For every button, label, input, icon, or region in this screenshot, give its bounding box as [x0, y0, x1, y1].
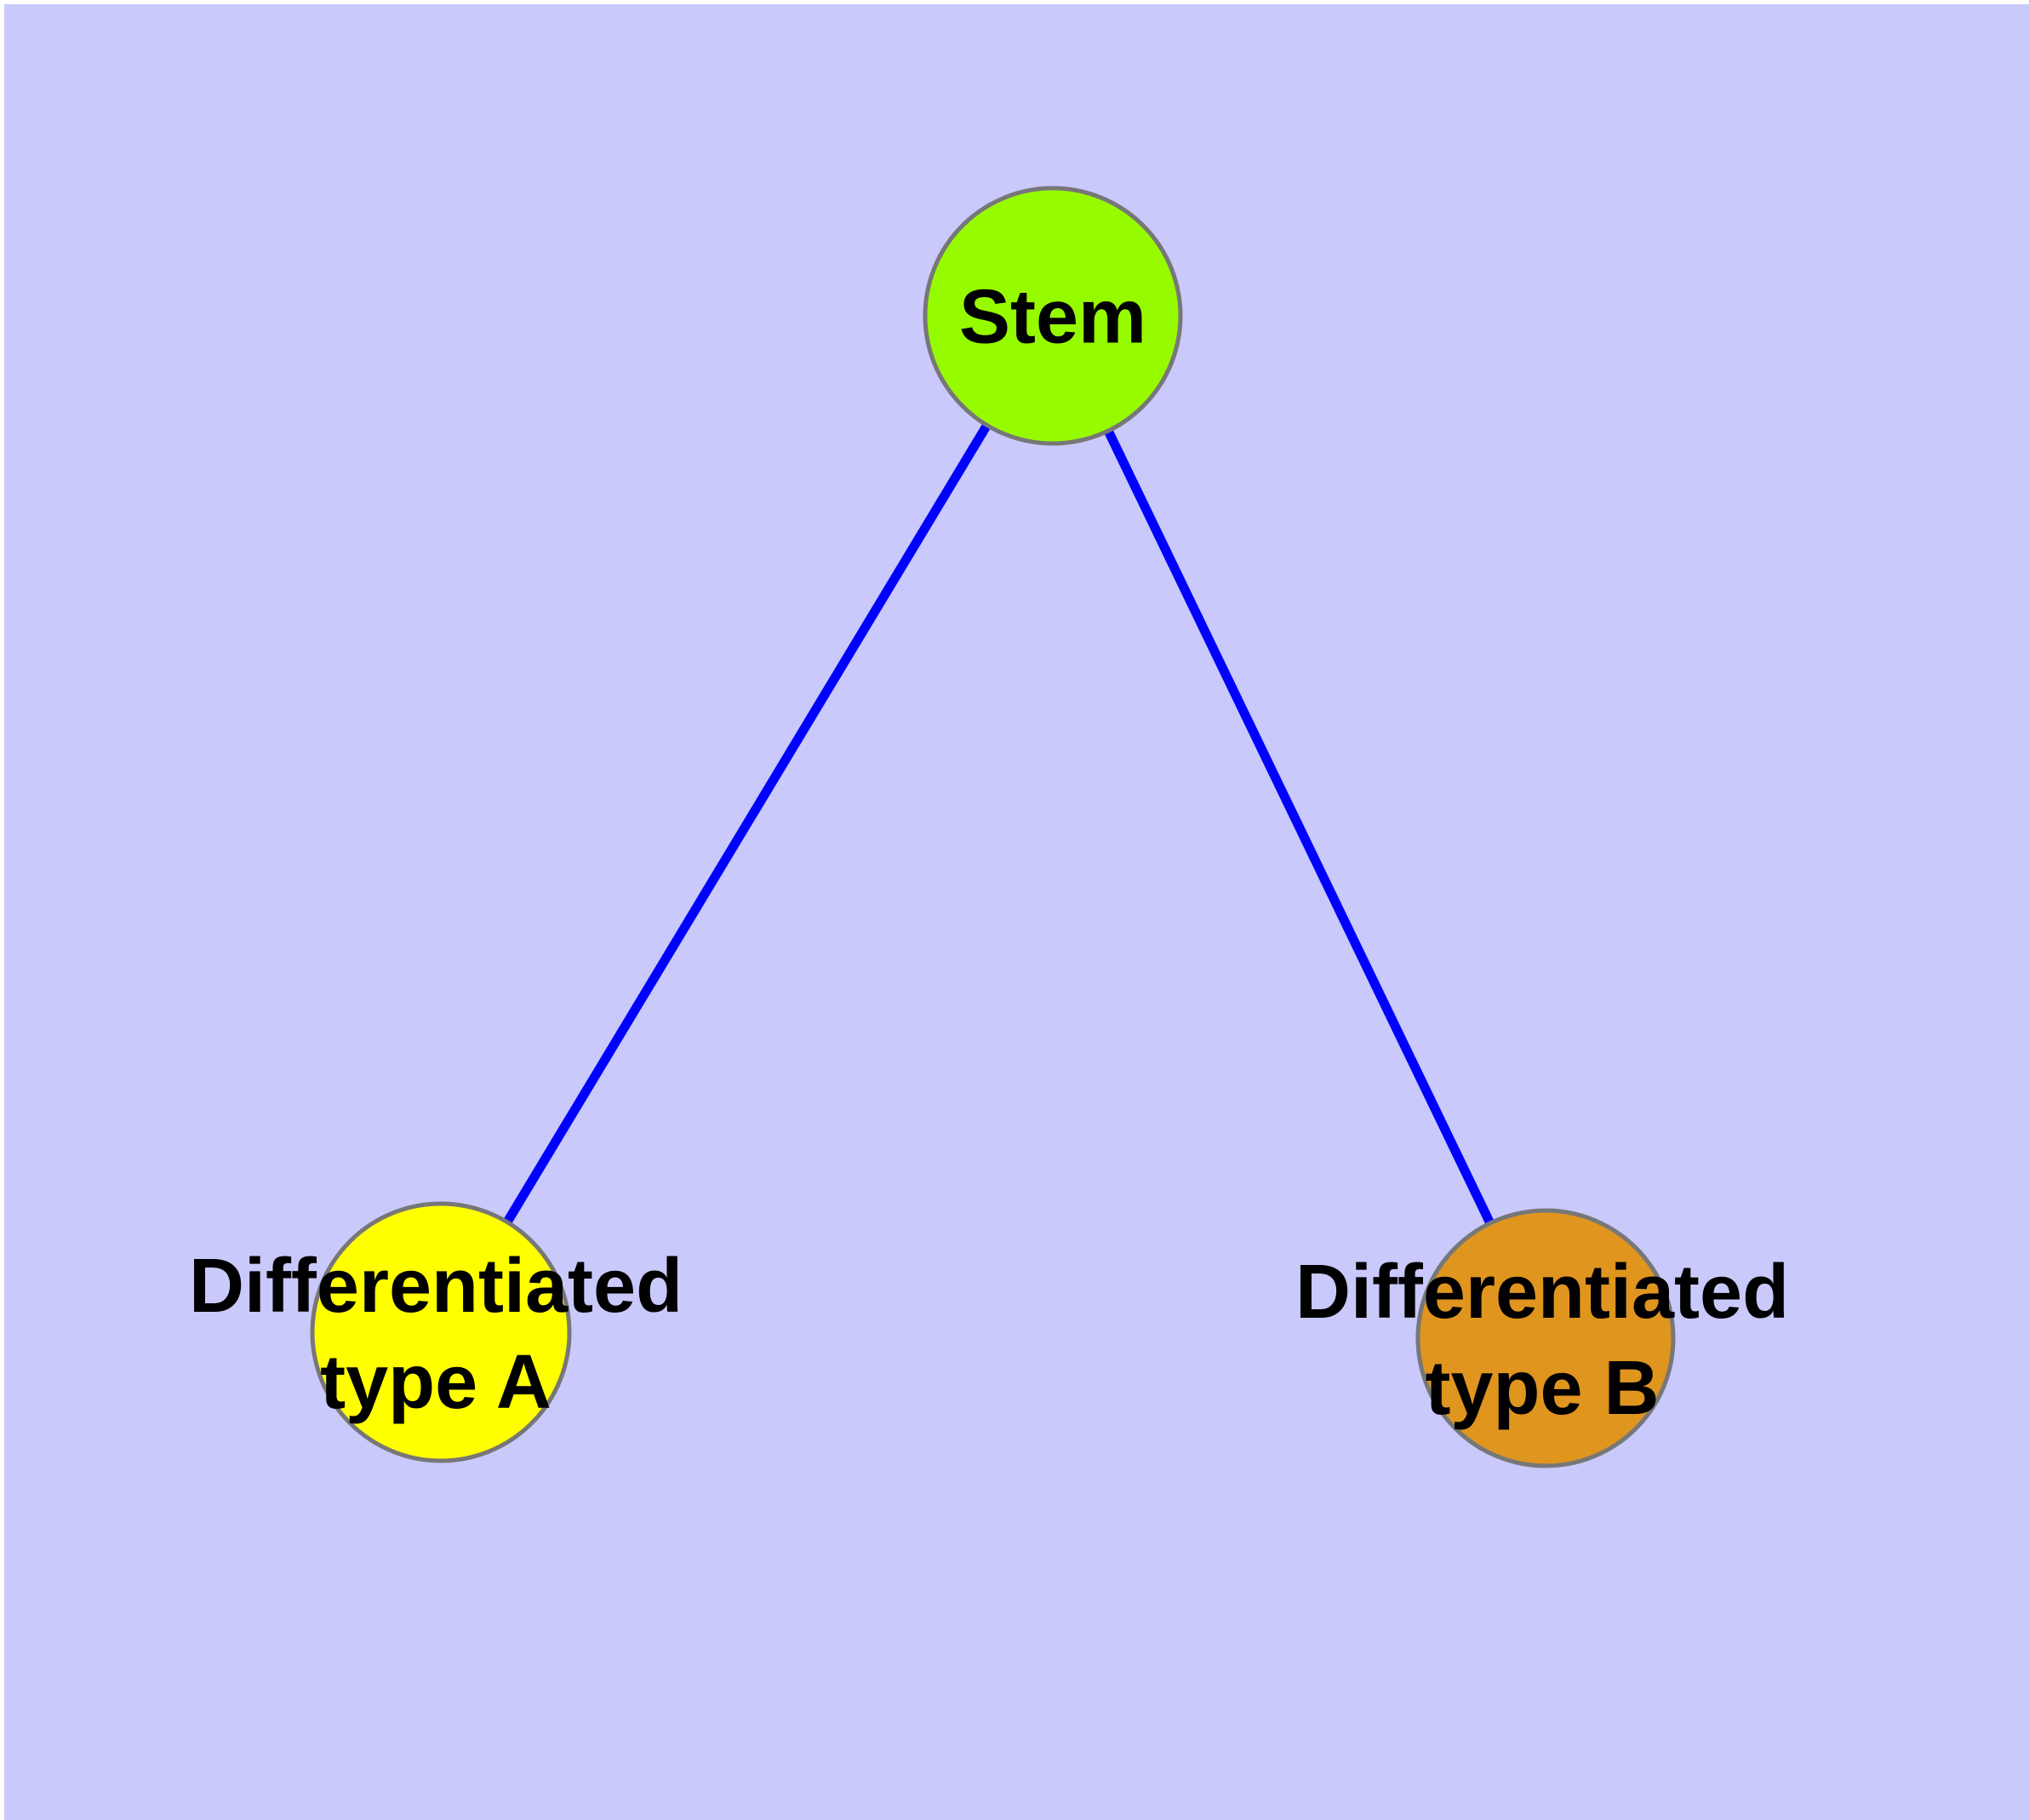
edge-stem-to-type-b [1049, 313, 1550, 1341]
node-differentiated-type-b [1415, 1208, 1676, 1468]
edge-stem-to-type-a [437, 313, 1057, 1335]
node-label-differentiated-type-b: Differentiated type B [1295, 1250, 1790, 1431]
node-stem [923, 186, 1183, 446]
node-label-stem: Stem [958, 274, 1147, 360]
node-label-differentiated-type-a: Differentiated type A [188, 1244, 683, 1425]
node-differentiated-type-a [310, 1201, 572, 1463]
